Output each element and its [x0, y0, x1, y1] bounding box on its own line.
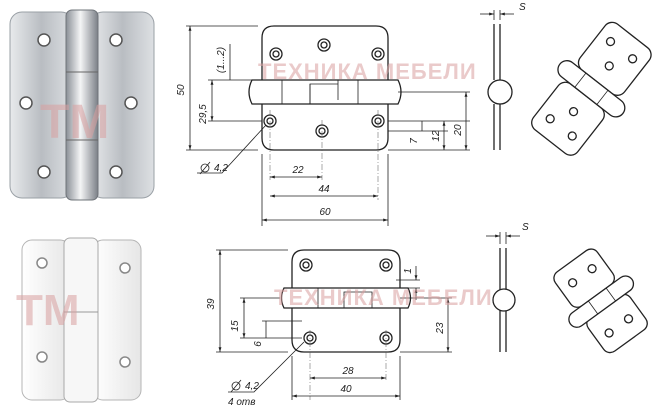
dim-left-15: 15 [230, 320, 241, 332]
dim-pitch-28: 28 [341, 366, 354, 377]
dim-hole-dia: 4,2 [214, 163, 228, 174]
dim-left-6: 6 [253, 341, 264, 347]
watermark-brand-top: ТЕХНИКА МЕБЕЛИ [258, 59, 477, 84]
drawing-small-hinge: 39 15 6 1 23 28 40 4,2 4 отв S [206, 222, 648, 408]
dim-width-40: 40 [340, 384, 352, 395]
drawing-large-hinge: 50 29,5 (1...2) 20 12 7 22 44 60 4,2 [176, 2, 652, 226]
diameter-symbol [200, 163, 210, 173]
dim-thickness-s-small: S [522, 222, 529, 233]
photo-steel-hinge [9, 9, 155, 201]
dim-right-20: 20 [453, 124, 464, 137]
dim-height-50: 50 [176, 84, 187, 96]
dim-right-7: 7 [409, 138, 420, 144]
holes-count-note: 4 отв [228, 397, 255, 408]
dim-top-1: 1 [403, 268, 414, 274]
dim-right-12: 12 [431, 130, 442, 142]
diameter-symbol-small [231, 381, 241, 391]
watermark-logo-top: ТМ [40, 96, 109, 149]
photo-white-hinge [21, 237, 142, 403]
watermark-logo-bottom: ТМ [16, 286, 80, 335]
dim-thickness-s: S [519, 2, 526, 13]
dim-pitch-44: 44 [318, 184, 330, 195]
dim-hole-dia-small: 4,2 [245, 381, 259, 392]
dim-knuckle-range: (1...2) [216, 47, 227, 73]
watermark-brand-bottom: ТЕХНИКА МЕБЕЛИ [274, 285, 493, 310]
dim-pitch-22: 22 [291, 165, 304, 176]
dim-width-60: 60 [319, 207, 331, 218]
dim-right-23: 23 [435, 322, 446, 335]
dim-height-39: 39 [206, 298, 217, 310]
dim-29-5: 29,5 [198, 104, 209, 125]
